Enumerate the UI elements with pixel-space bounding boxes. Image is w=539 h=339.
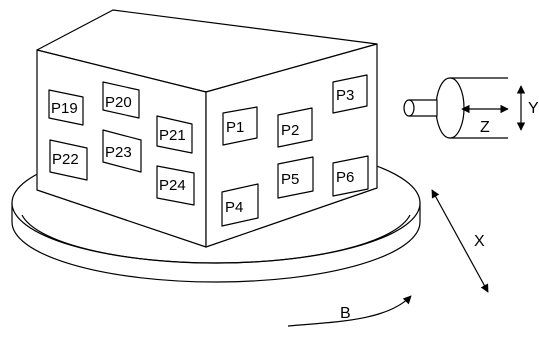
position-box-p21: P21: [156, 115, 193, 154]
position-box-p3: P3: [332, 74, 368, 114]
label-p19: P19: [51, 100, 78, 117]
b-axis-arrow: [287, 295, 412, 327]
position-box-p4: P4: [221, 183, 259, 227]
label-p1: P1: [226, 119, 244, 136]
label-p5: P5: [281, 171, 299, 188]
label-p4: P4: [225, 199, 243, 216]
table-inner-edge: [21, 214, 411, 264]
spindle-body: [450, 77, 508, 139]
position-box-p20: P20: [102, 81, 140, 119]
position-box-p2: P2: [277, 107, 313, 148]
b-axis-label: B: [340, 305, 351, 322]
x-axis-label: X: [474, 233, 485, 250]
right-face-positions: P1 P2 P3 P4 P5 P6: [221, 74, 369, 227]
position-box-p23: P23: [102, 129, 142, 173]
label-p21: P21: [159, 127, 186, 144]
label-p2: P2: [281, 122, 299, 139]
label-p3: P3: [336, 87, 354, 104]
left-face-positions: P19 P20 P21 P22 P23 P24: [48, 81, 195, 206]
z-axis-label: Z: [480, 119, 490, 136]
label-p22: P22: [52, 151, 79, 168]
spindle-tool-tip: [403, 99, 415, 117]
y-axis-label: Y: [528, 100, 539, 117]
x-axis-arrow: [431, 189, 489, 293]
label-p24: P24: [159, 177, 186, 194]
position-box-p19: P19: [48, 89, 84, 126]
spindle: [403, 77, 508, 139]
position-box-p22: P22: [49, 139, 88, 181]
spindle-tool: [409, 99, 438, 117]
label-p6: P6: [336, 169, 354, 186]
position-box-p5: P5: [277, 156, 314, 199]
label-p20: P20: [105, 94, 132, 111]
axis-indicators: Z Y X B: [287, 85, 539, 327]
label-p23: P23: [105, 144, 132, 161]
position-box-p1: P1: [222, 106, 258, 146]
position-box-p6: P6: [332, 155, 369, 197]
position-box-p24: P24: [156, 165, 195, 206]
spindle-face: [435, 77, 465, 139]
